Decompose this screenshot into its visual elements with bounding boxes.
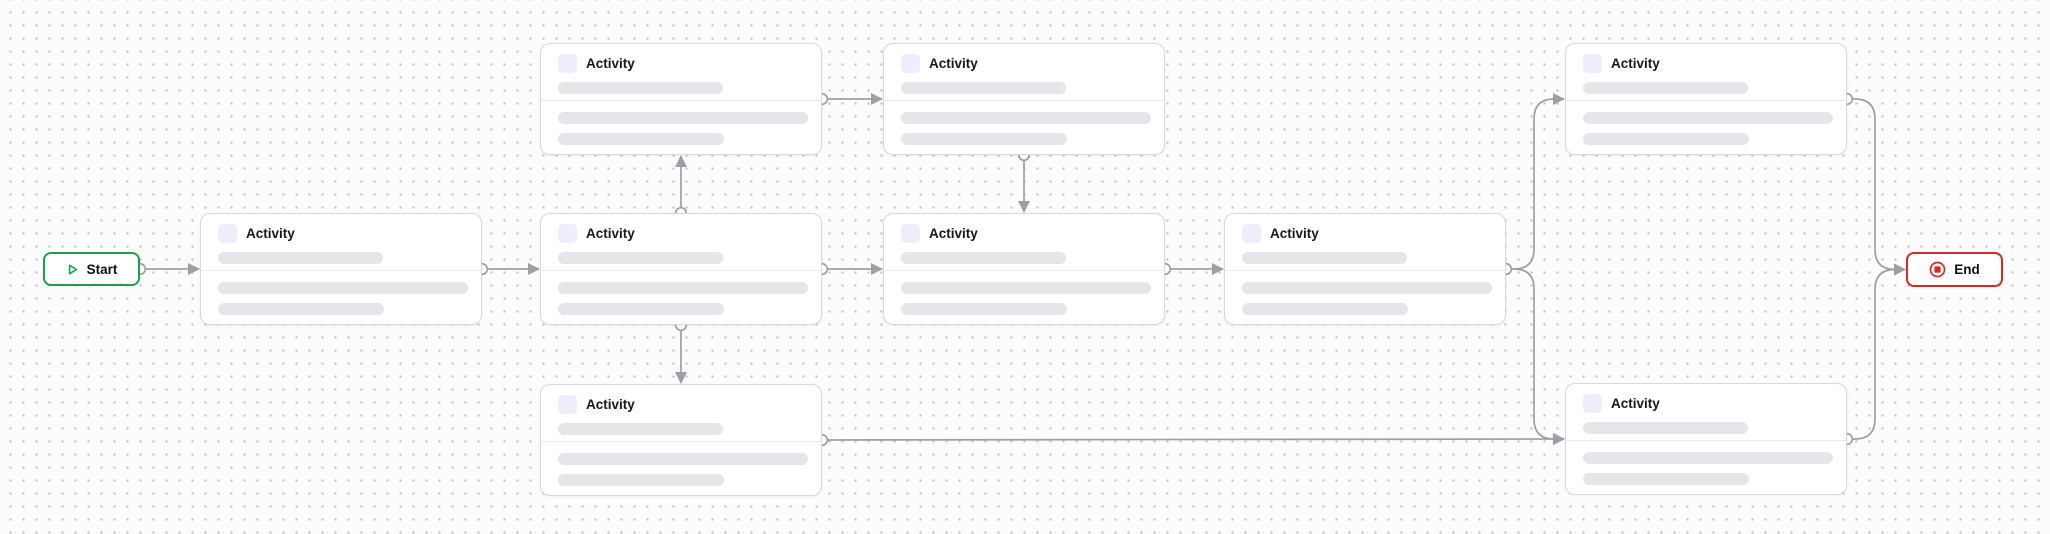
- placeholder-bar: [558, 474, 724, 486]
- card-divider: [884, 100, 1164, 101]
- card-divider: [541, 100, 821, 101]
- placeholder-bar: [901, 112, 1151, 124]
- flow-edge[interactable]: [1847, 98, 1906, 276]
- activity-header: Activity: [901, 54, 978, 73]
- activity-header: Activity: [1583, 394, 1660, 413]
- placeholder-bar: [218, 252, 383, 264]
- activity-icon: [558, 395, 577, 414]
- placeholder-bar: [1583, 133, 1749, 145]
- activity-icon: [558, 54, 577, 73]
- activity-header: Activity: [558, 54, 635, 73]
- placeholder-bar: [1242, 252, 1407, 264]
- play-icon: [68, 264, 77, 274]
- placeholder-bar: [901, 82, 1066, 94]
- activity-icon: [901, 224, 920, 243]
- card-divider: [1225, 270, 1505, 271]
- end-label: End: [1954, 262, 1980, 277]
- activity-title: Activity: [586, 56, 635, 71]
- placeholder-bar: [558, 82, 723, 94]
- activity-node[interactable]: Activity: [883, 43, 1165, 155]
- activity-header: Activity: [558, 395, 635, 414]
- activity-icon: [1583, 394, 1602, 413]
- card-divider: [884, 270, 1164, 271]
- activity-node[interactable]: Activity: [883, 213, 1165, 325]
- placeholder-bar: [1583, 452, 1833, 464]
- activity-icon: [1583, 54, 1602, 73]
- activity-header: Activity: [218, 224, 295, 243]
- activity-title: Activity: [1611, 396, 1660, 411]
- placeholder-bar: [558, 112, 808, 124]
- flow-edge[interactable]: [821, 433, 1565, 446]
- activity-node[interactable]: Activity: [1224, 213, 1506, 325]
- activity-header: Activity: [1242, 224, 1319, 243]
- placeholder-bar: [558, 453, 808, 465]
- activity-node[interactable]: Activity: [540, 213, 822, 325]
- card-divider: [1566, 100, 1846, 101]
- placeholder-bar: [558, 423, 723, 435]
- placeholder-bar: [558, 133, 724, 145]
- activity-node[interactable]: Activity: [540, 384, 822, 496]
- placeholder-bar: [558, 282, 808, 294]
- card-divider: [541, 270, 821, 271]
- activity-title: Activity: [1270, 226, 1319, 241]
- activity-title: Activity: [586, 226, 635, 241]
- flow-edge[interactable]: [1506, 268, 1565, 445]
- end-node[interactable]: End: [1906, 252, 2003, 287]
- card-divider: [1566, 440, 1846, 441]
- activity-icon: [901, 54, 920, 73]
- activity-icon: [1242, 224, 1261, 243]
- card-divider: [541, 441, 821, 442]
- start-label: Start: [86, 261, 118, 277]
- placeholder-bar: [558, 252, 723, 264]
- placeholder-bar: [1583, 112, 1833, 124]
- placeholder-bar: [1242, 303, 1408, 315]
- activity-node[interactable]: Activity: [540, 43, 822, 155]
- placeholder-bar: [901, 252, 1066, 264]
- activity-node[interactable]: Activity: [1565, 383, 1847, 495]
- placeholder-bar: [1583, 422, 1748, 434]
- placeholder-bar: [1242, 282, 1492, 294]
- start-node[interactable]: Start: [43, 252, 140, 286]
- activity-node[interactable]: Activity: [1565, 43, 1847, 155]
- placeholder-bar: [901, 282, 1151, 294]
- stop-icon: [1929, 261, 1946, 278]
- placeholder-bar: [901, 133, 1067, 145]
- placeholder-bar: [901, 303, 1067, 315]
- activity-title: Activity: [929, 226, 978, 241]
- flow-edge[interactable]: [1506, 93, 1565, 270]
- activity-header: Activity: [558, 224, 635, 243]
- placeholder-bar: [218, 303, 384, 315]
- activity-icon: [558, 224, 577, 243]
- activity-node[interactable]: Activity: [200, 213, 482, 325]
- activity-header: Activity: [901, 224, 978, 243]
- card-divider: [201, 270, 481, 271]
- placeholder-bar: [1583, 82, 1748, 94]
- activity-title: Activity: [929, 56, 978, 71]
- activity-icon: [218, 224, 237, 243]
- activity-title: Activity: [1611, 56, 1660, 71]
- activity-title: Activity: [246, 226, 295, 241]
- placeholder-bar: [558, 303, 724, 315]
- activity-title: Activity: [586, 397, 635, 412]
- placeholder-bar: [218, 282, 468, 294]
- activity-header: Activity: [1583, 54, 1660, 73]
- flow-edge[interactable]: [1847, 263, 1906, 440]
- placeholder-bar: [1583, 473, 1749, 485]
